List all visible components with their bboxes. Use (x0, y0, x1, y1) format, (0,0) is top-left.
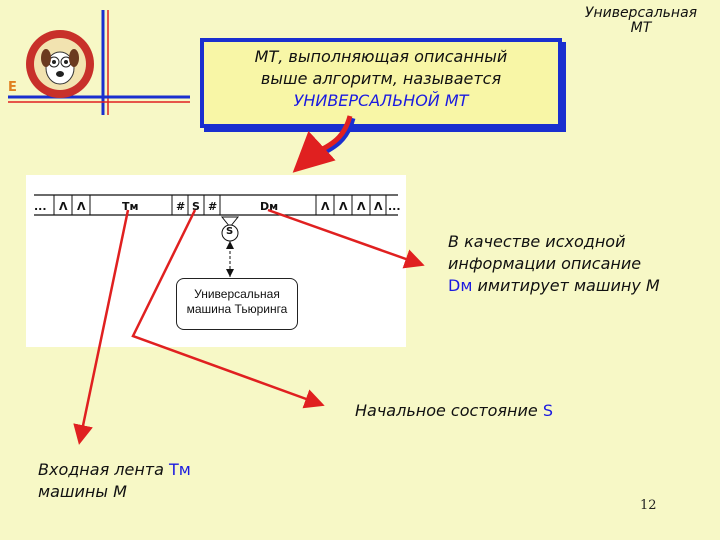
description-line-3-rest: имитирует машину M (472, 276, 659, 295)
description-dm: Dм (448, 276, 472, 295)
initial-state-text: Начальное состояние (355, 401, 543, 420)
input-tape-line-1: Входная лента Tм (38, 459, 191, 481)
arrow-to-description (268, 210, 420, 264)
input-tape-line-2: машины M (38, 481, 191, 503)
page-number: 12 (640, 498, 657, 513)
input-tape-tm: Tм (169, 460, 191, 479)
input-tape-text: Входная лента (38, 460, 169, 479)
arrow-to-input-tape (80, 210, 128, 440)
description-line-3: Dм имитирует машину M (448, 275, 660, 297)
description-note: В качестве исходной информации описание … (448, 231, 660, 297)
description-line-1: В качестве исходной (448, 231, 660, 253)
arrow-to-initial-state (133, 210, 320, 404)
initial-state-s: S (543, 401, 553, 420)
description-line-2: информации описание (448, 253, 660, 275)
input-tape-note: Входная лента Tм машины M (38, 459, 191, 503)
initial-state-note: Начальное состояние S (355, 400, 553, 422)
